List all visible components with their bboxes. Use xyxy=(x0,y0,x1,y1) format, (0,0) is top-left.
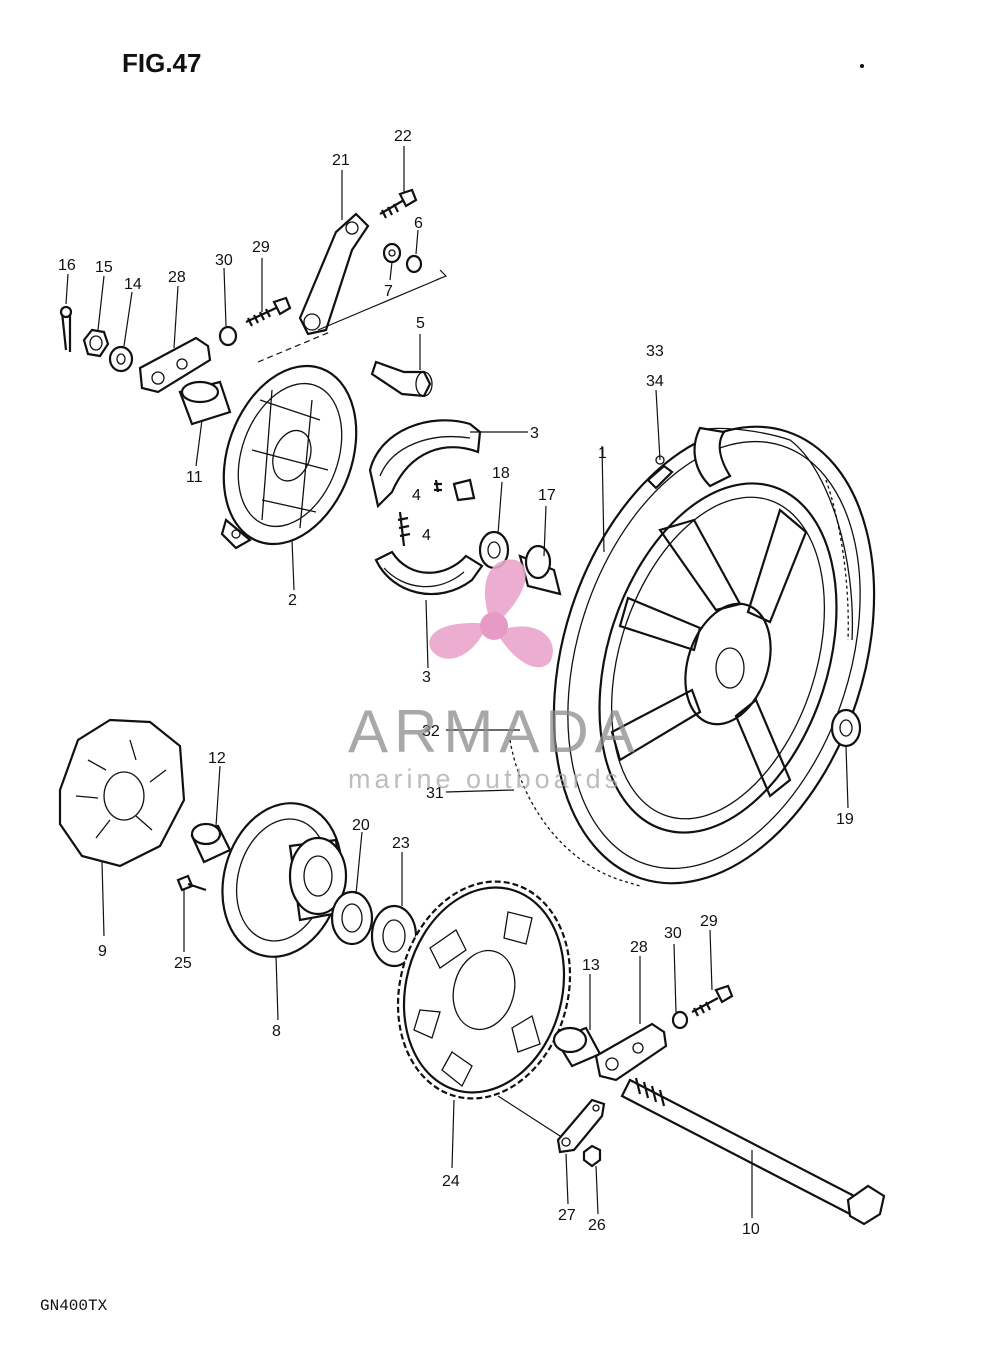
spacer-17-part xyxy=(518,544,562,596)
callout-label: 8 xyxy=(272,1023,281,1040)
spacer-11-part xyxy=(178,380,232,426)
model-code: GN400TX xyxy=(40,1297,108,1315)
callout-labels: 16 15 14 28 30 29 21 22 6 7 5 33 34 11 3… xyxy=(58,128,854,1238)
callout-label: 1 xyxy=(598,445,607,462)
callout-label: 22 xyxy=(394,128,412,145)
nut-6-part xyxy=(405,254,423,274)
sprocket-hub-part xyxy=(221,802,348,958)
callout-label: 2 xyxy=(288,592,297,609)
nut-26-part xyxy=(582,1144,602,1168)
spacer-12-part xyxy=(190,822,232,864)
torque-link-part xyxy=(298,212,370,336)
propeller-logo-icon xyxy=(429,559,553,668)
cush-damper-part xyxy=(58,718,186,868)
callout-label: 9 xyxy=(98,943,107,960)
callout-label: 21 xyxy=(332,152,350,169)
callout-label: 32 xyxy=(422,723,440,740)
callout-label: 16 xyxy=(58,257,76,274)
callout-label: 26 xyxy=(588,1217,606,1234)
callout-label: 10 xyxy=(742,1221,760,1238)
nut-30-right-part xyxy=(671,1010,689,1030)
callout-label: 4 xyxy=(412,487,421,504)
callout-label: 3 xyxy=(422,669,431,686)
callout-label: 5 xyxy=(416,315,425,332)
leader-lines xyxy=(65,146,849,1218)
oil-seal-20-part xyxy=(330,890,374,946)
callout-label: 33 xyxy=(646,343,664,360)
nut-small-part xyxy=(218,325,238,347)
brake-shoe-lower-part xyxy=(374,550,484,596)
rear-axle-part xyxy=(620,1077,886,1226)
watermark-brand: ARMADA xyxy=(348,698,641,765)
bolt-29-right-part xyxy=(691,984,734,1017)
bolt-25-part xyxy=(176,874,207,892)
brake-panel-part xyxy=(220,364,358,550)
callout-label: 11 xyxy=(186,469,203,486)
callout-label: 3 xyxy=(530,425,539,442)
watermark-tagline: marine outboards xyxy=(348,764,622,794)
axle-nut-part xyxy=(82,328,110,358)
return-spring-upper-part xyxy=(434,479,442,493)
lock-plate-part xyxy=(556,1098,606,1154)
watermark: ARMADA marine outboards xyxy=(348,559,641,794)
callout-label: 23 xyxy=(392,835,410,852)
spacer-13-part xyxy=(552,1026,602,1068)
figure-title: FIG.47 xyxy=(122,48,201,78)
chain-adjuster-left-part xyxy=(138,336,212,394)
bearing-19-part xyxy=(830,708,862,748)
callout-label: 7 xyxy=(384,283,393,300)
callout-label: 30 xyxy=(664,925,682,942)
callout-label: 31 xyxy=(426,785,444,802)
return-spring-lower-part xyxy=(397,511,411,547)
callout-label: 24 xyxy=(442,1173,460,1190)
callout-label: 15 xyxy=(95,259,113,276)
callout-label: 20 xyxy=(352,817,370,834)
callout-label: 25 xyxy=(174,955,192,972)
bolt-29-top-part xyxy=(245,296,292,327)
callout-label: 28 xyxy=(168,269,186,286)
callout-label: 18 xyxy=(492,465,510,482)
callout-label: 12 xyxy=(208,750,226,767)
callout-label: 19 xyxy=(836,811,854,828)
callout-label: 30 xyxy=(215,252,233,269)
callout-label: 27 xyxy=(558,1207,576,1224)
callout-label: 17 xyxy=(538,487,556,504)
cotter-pin-part xyxy=(59,305,73,352)
assembly-line xyxy=(317,269,448,331)
callout-label: 14 xyxy=(124,276,142,293)
callout-label: 34 xyxy=(646,373,664,390)
bolt-22-part xyxy=(379,188,418,219)
callout-label: 13 xyxy=(582,957,600,974)
assembly-line xyxy=(257,331,331,363)
shoe-pivot xyxy=(452,478,476,502)
callout-label: 28 xyxy=(630,939,648,956)
callout-label: 29 xyxy=(700,913,718,930)
brake-shoe-upper-part xyxy=(368,419,482,509)
assembly-line xyxy=(497,1095,561,1137)
speck xyxy=(860,64,864,68)
callout-label: 4 xyxy=(422,527,431,544)
rear-sprocket-part xyxy=(396,880,572,1100)
callout-label: 29 xyxy=(252,239,270,256)
callout-label: 6 xyxy=(414,215,423,232)
washer-7-part xyxy=(382,242,402,264)
washer-part xyxy=(108,345,134,373)
rear-wheel-part xyxy=(509,425,876,887)
brake-cam-part xyxy=(370,360,433,398)
chain-adjuster-right-part xyxy=(594,1022,668,1082)
